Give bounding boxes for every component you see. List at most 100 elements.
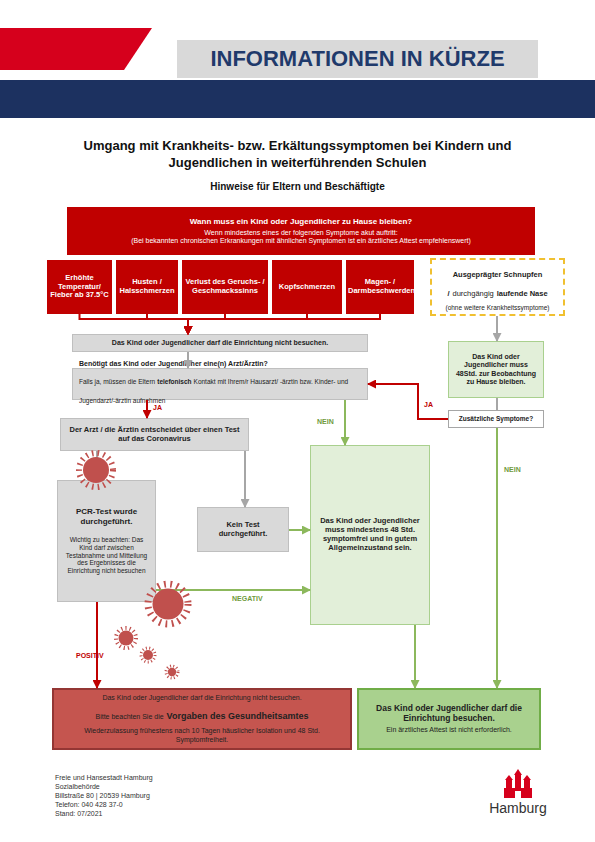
- box-text: Husten / Halsschmerzen: [118, 278, 176, 296]
- text-wrap: Kein Test durchgeführt.: [202, 521, 284, 539]
- text-wrap: Kopfschmerzen: [274, 283, 340, 292]
- process-box: Das Kind oder Jugendlicher darf die Einr…: [72, 334, 368, 352]
- box-text: Das Kind oder Jugendlicher darf die Einr…: [73, 339, 367, 347]
- box-text: Wenn mindestens eines der folgenden Symp…: [75, 229, 527, 237]
- box-text: Benötigt das Kind oder Jugendlicher eine…: [79, 360, 361, 368]
- flow-arrow: [96, 602, 98, 688]
- header-blue-band: [0, 80, 595, 118]
- edge-label: NEGATIV: [232, 595, 263, 602]
- flow-arrow: [187, 352, 189, 368]
- edge-label: JA: [424, 401, 433, 408]
- result-box: Das Kind oder Jugendlicher darf die Einr…: [357, 688, 541, 750]
- virus-illustration: [79, 453, 188, 678]
- box-text: INFORMATIONEN IN KÜRZE: [177, 46, 538, 72]
- flow-arrow: [244, 451, 246, 507]
- box-text: Bitte beachten Sie die: [96, 713, 164, 720]
- text-wrap: Das Kind oder Jugendlicher muss mindeste…: [317, 517, 423, 552]
- text-wrap: Das Kind oder Jugendlicher muss 48Std. z…: [453, 353, 539, 386]
- symptom-box: Kopfschmerzen: [272, 260, 342, 314]
- text-wrap: Zusätzliche Symptome?: [449, 415, 543, 423]
- box-text: telefonisch: [157, 378, 191, 385]
- box-text: Vorgaben des Gesundheitsamtes: [167, 711, 309, 721]
- process-box: Kein Test durchgeführt.: [197, 507, 289, 552]
- flow-arrow: [188, 314, 225, 334]
- page-title: Umgang mit Krankheits- bzw. Erkältungssy…: [45, 138, 550, 172]
- text-wrap: Das Kind oder Jugendlicher darf die Einr…: [73, 339, 367, 347]
- box-text: (Bei bekannten chronischen Erkrankungen …: [75, 237, 527, 245]
- process-box: PCR-Test wurde durchgeführt. Wichtig zu b…: [57, 480, 156, 602]
- text-wrap: Ausgeprägter Schnupfen /durchgängiglaufe…: [436, 263, 559, 311]
- box-text: Wann muss ein Kind oder Jugendlicher zu …: [75, 217, 527, 226]
- text-wrap: Wann muss ein Kind oder Jugendlicher zu …: [75, 217, 527, 246]
- box-text: Das Kind oder Jugendlicher muss 48Std. z…: [453, 353, 539, 386]
- footer-text: Sozialbehörde: [55, 783, 255, 790]
- symptom-box: Magen- / Darmbeschwerden: [346, 260, 414, 314]
- subtitle: Hinweise für Eltern und Beschäftigte: [40, 181, 555, 192]
- flow-arrow: [96, 451, 98, 480]
- box-text: (ohne weitere Krankheitssymptome): [436, 304, 559, 312]
- flow-arrow: [289, 529, 310, 531]
- box-text: Das Kind oder Jugendlicher darf die Einr…: [60, 694, 344, 702]
- flow-arrow: [147, 314, 188, 334]
- box-text: Das Kind oder Jugendlicher darf die Einr…: [365, 703, 533, 723]
- text-wrap: Der Arzt / die Ärztin entscheidet über e…: [69, 426, 240, 444]
- box-text: PCR-Test wurde durchgeführt.: [64, 507, 149, 526]
- note-box: Ausgeprägter Schnupfen /durchgängiglaufe…: [430, 258, 565, 316]
- box-text: Erhöhte Temperatur/ Fieber ab 37.5°C: [49, 274, 110, 301]
- text-wrap: Verlust des Geruchs- / Geschmackssinns: [184, 278, 266, 296]
- process-box: Der Arzt / die Ärztin entscheidet über e…: [60, 418, 249, 451]
- flow-arrow: [368, 384, 448, 419]
- edge-label: NEIN: [504, 466, 521, 473]
- text-wrap: Magen- / Darmbeschwerden: [348, 278, 412, 296]
- text-wrap: Husten / Halsschmerzen: [118, 278, 176, 296]
- flow-arrow: [146, 400, 148, 418]
- box-text: Ein ärztliches Attest ist nicht erforder…: [365, 726, 533, 734]
- process-box: Das Kind oder Jugendlicher muss 48Std. z…: [448, 341, 544, 398]
- edge-label: NEIN: [317, 418, 334, 425]
- flow-arrow: [188, 314, 380, 334]
- box-text: laufende Nase: [497, 289, 548, 298]
- flow-arrow: [344, 400, 346, 445]
- box-text: durchgängig: [452, 289, 493, 298]
- text-wrap: Benötigt das Kind oder Jugendlicher eine…: [79, 360, 361, 408]
- edge-label: POSITIV: [76, 652, 104, 659]
- edge-label: JA: [153, 404, 162, 411]
- footer-text: Billstraße 80 | 20539 Hamburg: [55, 792, 255, 799]
- flow-arrow: [496, 398, 498, 410]
- symptom-box: Husten / Halsschmerzen: [116, 260, 178, 314]
- box-text: Zusätzliche Symptome?: [449, 415, 543, 423]
- text-wrap: Das Kind oder Jugendlicher darf die Einr…: [60, 694, 344, 744]
- header-box: Wann muss ein Kind oder Jugendlicher zu …: [67, 207, 535, 255]
- result-box: Das Kind oder Jugendlicher darf die Einr…: [52, 688, 352, 750]
- box-text: Der Arzt / die Ärztin entscheidet über e…: [69, 426, 240, 444]
- box-text: Kopfschmerzen: [274, 283, 340, 292]
- title-banner: INFORMATIONEN IN KÜRZE: [177, 40, 538, 78]
- flow-arrow: [496, 428, 498, 688]
- box-text: Kein Test durchgeführt.: [202, 521, 284, 539]
- symptom-box: Erhöhte Temperatur/ Fieber ab 37.5°C: [47, 260, 112, 314]
- hamburg-castle-logo: [504, 769, 532, 798]
- header-red-stripe: [0, 28, 152, 70]
- flow-arrow: [80, 314, 189, 334]
- process-box: Das Kind oder Jugendlicher muss mindeste…: [310, 445, 430, 625]
- box-text: Wichtig zu beachten: Das Kind darf zwisc…: [64, 536, 149, 574]
- box-text: Magen- / Darmbeschwerden: [348, 278, 412, 296]
- box-text: Wiederzulassung frühestens nach 10 Tagen…: [60, 727, 344, 744]
- flow-arrow: [496, 316, 498, 341]
- footer-text: Telefon: 040 428 37-0: [55, 801, 255, 808]
- box-text: Falls ja, müssen die Eltern: [79, 378, 155, 385]
- text-wrap: INFORMATIONEN IN KÜRZE: [177, 46, 538, 72]
- logo-text: Hamburg: [478, 800, 558, 816]
- flow-arrow: [414, 625, 416, 688]
- symptom-box: Verlust des Geruchs- / Geschmackssinns: [182, 260, 268, 314]
- text-wrap: Erhöhte Temperatur/ Fieber ab 37.5°C: [49, 274, 110, 301]
- flow-arrow: [156, 589, 310, 591]
- box-text: Das Kind oder Jugendlicher muss mindeste…: [317, 517, 423, 552]
- footer-text: Freie und Hansestadt Hamburg: [55, 774, 255, 781]
- text-wrap: PCR-Test wurde durchgeführt. Wichtig zu b…: [64, 507, 149, 574]
- footer-text: Stand: 07/2021: [55, 810, 255, 817]
- flow-arrow: [188, 314, 307, 334]
